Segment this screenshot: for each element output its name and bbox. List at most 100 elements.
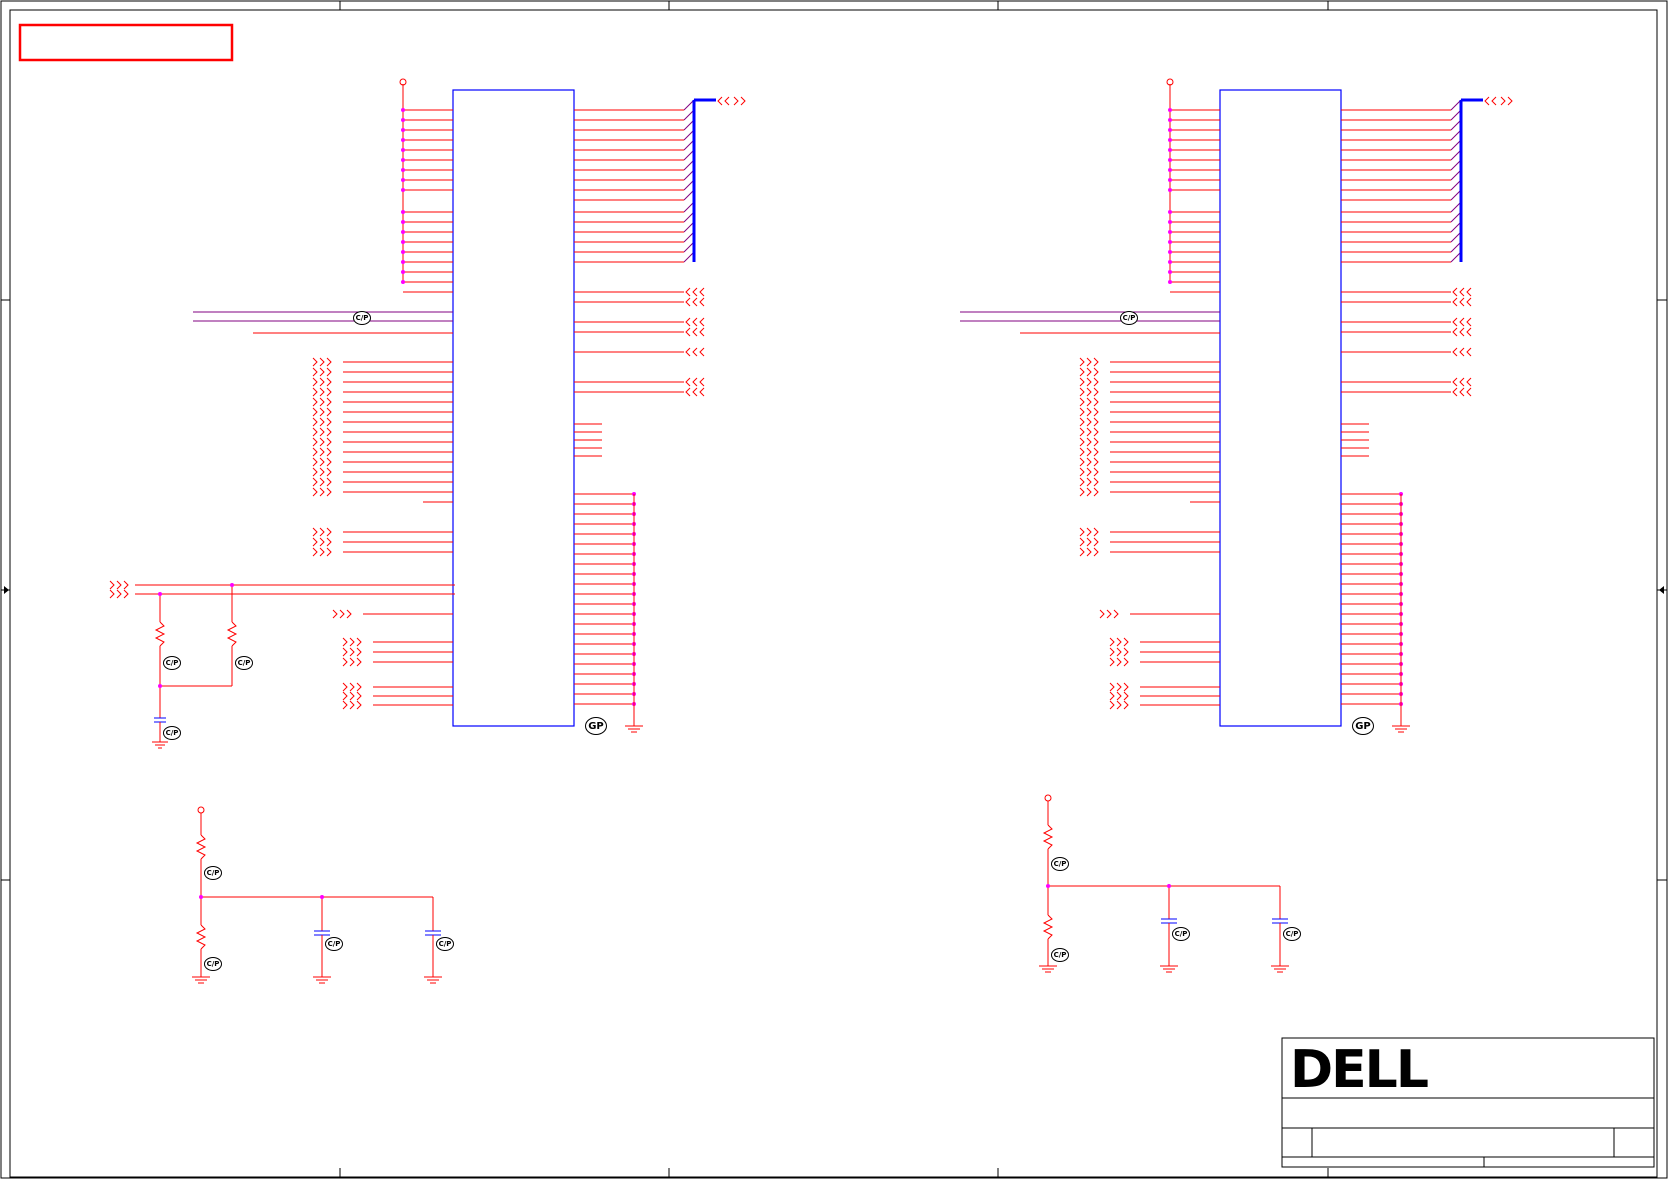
input-chevron [342, 647, 348, 657]
input-chevron [319, 467, 325, 477]
bus-entry [683, 221, 695, 233]
input-chevron [1086, 427, 1092, 437]
right-output-bus [1341, 96, 1513, 457]
input-chevron [312, 527, 318, 537]
input-chevron [1086, 367, 1092, 377]
input-chevron [312, 537, 318, 547]
control-out-chevron [699, 297, 705, 307]
control-out-chevron [1459, 387, 1465, 397]
title-block [1281, 1037, 1655, 1168]
input-chevron [1093, 387, 1099, 397]
power-junction [401, 230, 405, 234]
input-chevron [326, 537, 332, 547]
power-junction [401, 260, 405, 264]
input-chevron [342, 657, 348, 667]
input-chevron [1116, 647, 1122, 657]
cp-mark: C/P [235, 656, 253, 670]
power-junction [401, 270, 405, 274]
control-out-chevron [699, 327, 705, 337]
input-chevron [1093, 537, 1099, 547]
input-chevron [1093, 377, 1099, 387]
input-chevron [1093, 447, 1099, 457]
input-chevron [1079, 427, 1085, 437]
control-out-chevron [692, 387, 698, 397]
input-chevron [1086, 407, 1092, 417]
input-chevron [342, 700, 348, 710]
control-out-chevron [1459, 347, 1465, 357]
control-out-chevron [1459, 327, 1465, 337]
power-junction [1168, 220, 1172, 224]
bus-entry [1450, 241, 1462, 253]
power-junction [401, 280, 405, 284]
input-chevron [319, 427, 325, 437]
input-chevron [312, 447, 318, 457]
bus-entry [683, 241, 695, 253]
input-chevron [312, 417, 318, 427]
bus-entry [1450, 109, 1462, 121]
input-chevron [326, 547, 332, 557]
input-chevron [342, 691, 348, 701]
power-junction [401, 128, 405, 132]
left-divider-network [192, 806, 442, 984]
cp-mark: C/P [1172, 927, 1190, 941]
left-input-pins [109, 311, 453, 710]
power-junction [1168, 240, 1172, 244]
left-ground-pins [574, 492, 643, 733]
input-chevron [1116, 657, 1122, 667]
bus-entry [683, 129, 695, 141]
bus-offpage-chevron [724, 96, 730, 106]
input-chevron [1079, 467, 1085, 477]
control-out-chevron [692, 297, 698, 307]
input-chevron [319, 537, 325, 547]
input-chevron [319, 547, 325, 557]
input-chevron [1109, 647, 1115, 657]
input-chevron [1093, 367, 1099, 377]
input-chevron [349, 637, 355, 647]
input-chevron [326, 387, 332, 397]
input-chevron [319, 457, 325, 467]
input-chevron [1079, 437, 1085, 447]
input-chevron [326, 377, 332, 387]
input-chevron [1109, 691, 1115, 701]
control-out-chevron [692, 377, 698, 387]
input-chevron [1079, 477, 1085, 487]
bus-entry [1450, 139, 1462, 151]
power-junction [1168, 158, 1172, 162]
input-chevron [356, 700, 362, 710]
input-chevron [356, 691, 362, 701]
input-chevron [1079, 527, 1085, 537]
cp-mark: C/P [325, 937, 343, 951]
input-chevron [312, 427, 318, 437]
input-chevron [346, 609, 352, 619]
control-out-chevron [699, 347, 705, 357]
bias-input-chevron [116, 580, 122, 590]
bus-entry [1450, 99, 1462, 111]
input-chevron [312, 357, 318, 367]
input-chevron [342, 682, 348, 692]
input-chevron [1109, 657, 1115, 667]
cp-mark: C/P [1051, 948, 1069, 962]
power-junction [401, 178, 405, 182]
power-junction [1168, 128, 1172, 132]
bus-entry [683, 169, 695, 181]
input-chevron [326, 397, 332, 407]
power-junction [401, 168, 405, 172]
input-chevron [326, 527, 332, 537]
bus-entry [1450, 221, 1462, 233]
control-out-chevron [699, 387, 705, 397]
bus-entry [1450, 129, 1462, 141]
power-junction [1168, 280, 1172, 284]
input-chevron [1093, 427, 1099, 437]
input-chevron [319, 477, 325, 487]
bus-entry [683, 231, 695, 243]
gp-mark-left: GP [585, 717, 607, 735]
bus-entry [1450, 201, 1462, 213]
input-chevron [1116, 682, 1122, 692]
input-chevron [1093, 487, 1099, 497]
dell-logo: DELL [1290, 1044, 1440, 1096]
control-out-chevron [699, 287, 705, 297]
input-chevron [326, 487, 332, 497]
input-chevron [1093, 527, 1099, 537]
control-out-chevron [692, 347, 698, 357]
